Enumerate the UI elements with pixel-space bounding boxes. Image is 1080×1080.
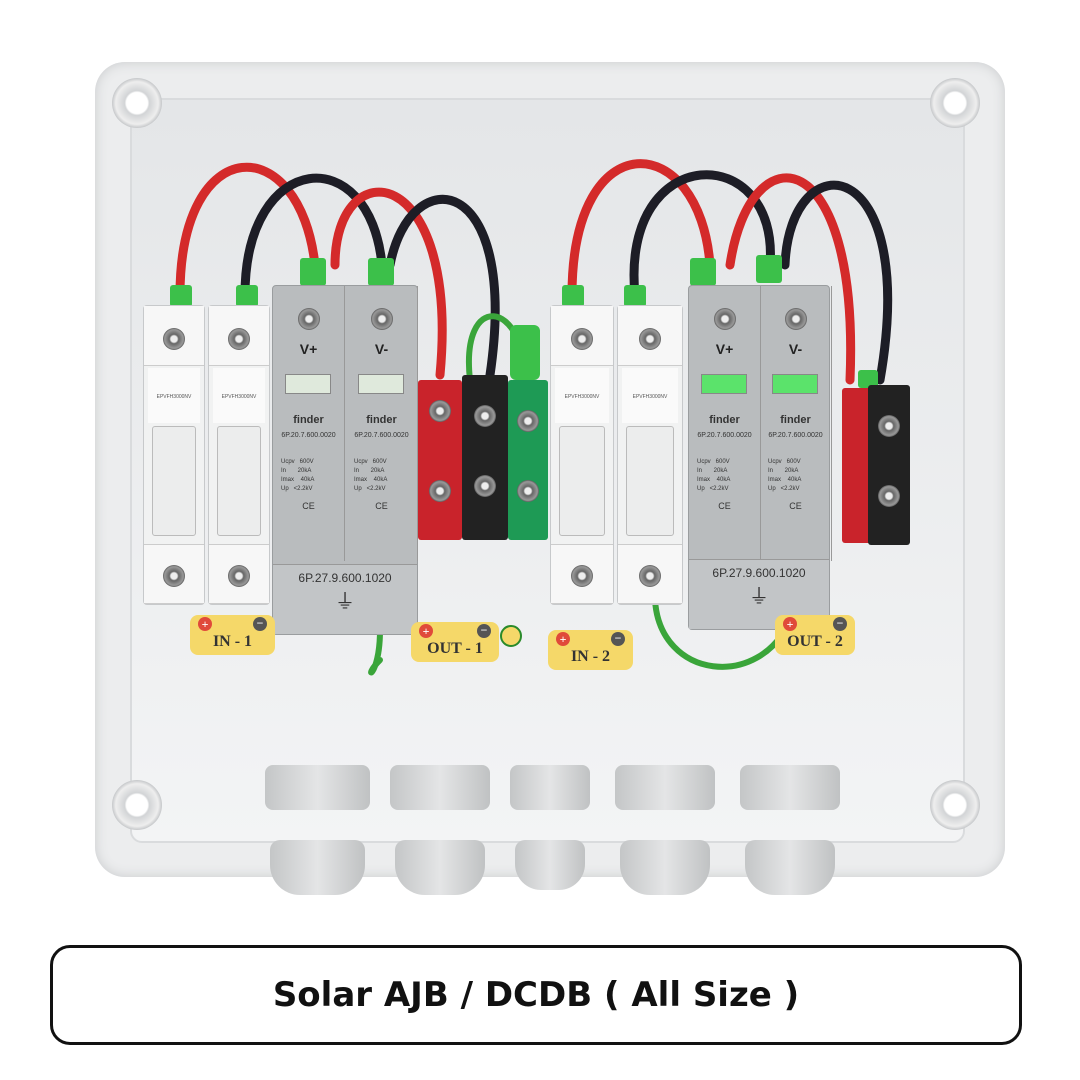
fuse-holder[interactable]: EPVFH3000NV [617, 305, 683, 605]
product-caption: Solar AJB / DCDB ( All Size ) [50, 945, 1022, 1045]
terminal-block-red [418, 380, 462, 540]
surge-protection-device: V+ finder 6P.20.7.600.0020 Ucpv 600V In … [272, 285, 418, 635]
fuse-handle[interactable] [152, 426, 196, 536]
cable-gland-nut [615, 765, 715, 810]
ground-icon: ⏚ [749, 586, 769, 608]
terminal-block-green [508, 380, 548, 540]
fuse-handle[interactable] [626, 426, 674, 536]
fuse-holder[interactable]: EPVFH3000NV [143, 305, 205, 605]
surge-protection-device: V+ finder 6P.20.7.600.0020 Ucpv 600V In … [688, 285, 832, 630]
cable-gland-nut [265, 765, 370, 810]
terminal-block-black [462, 375, 508, 540]
fuse-handle[interactable] [217, 426, 261, 536]
cable-gland [515, 840, 585, 890]
terminal-block-black [868, 385, 910, 545]
status-window [358, 374, 404, 394]
cable-gland-nut [510, 765, 590, 810]
cable-gland-nut [390, 765, 490, 810]
tag-out-2: +−OUT - 2 [775, 615, 855, 655]
cable-gland-nut [740, 765, 840, 810]
status-window [285, 374, 331, 394]
cable-gland [395, 840, 485, 895]
earth-icon [500, 625, 522, 647]
ground-icon: ⏚ [335, 591, 355, 613]
mounting-hole [930, 78, 980, 128]
mounting-hole [112, 78, 162, 128]
fuse-holder[interactable]: EPVFH3000NV [550, 305, 614, 605]
cable-gland [270, 840, 365, 895]
cable-gland [620, 840, 710, 895]
tag-in-2: +−IN - 2 [548, 630, 633, 670]
status-window [772, 374, 818, 394]
tag-out-1: +−OUT - 1 [411, 622, 499, 662]
cable-gland [745, 840, 835, 895]
mounting-hole [112, 780, 162, 830]
mounting-hole [930, 780, 980, 830]
status-window [701, 374, 747, 394]
fuse-handle[interactable] [559, 426, 605, 536]
tag-in-1: +−IN - 1 [190, 615, 275, 655]
terminal-block-red [842, 388, 872, 543]
fuse-holder[interactable]: EPVFH3000NV [208, 305, 270, 605]
